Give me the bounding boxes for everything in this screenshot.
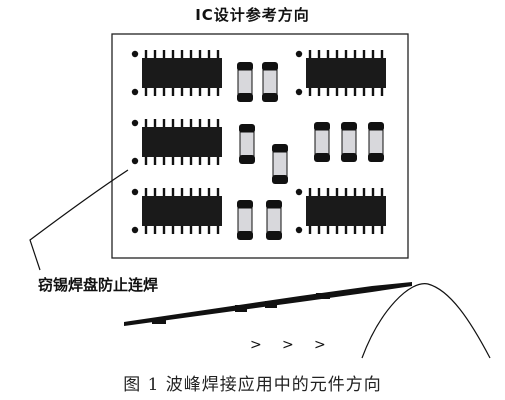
component-lead	[316, 293, 330, 299]
thief-pad	[131, 88, 139, 96]
chip-component	[239, 124, 255, 164]
thief-pad	[295, 50, 303, 58]
thief-pad	[131, 157, 139, 165]
chip-component	[341, 122, 357, 162]
chip-pad	[237, 231, 253, 240]
thief-pad-label: 窃锡焊盘防止连焊	[38, 276, 159, 294]
chip-body	[262, 69, 278, 95]
chip-component	[314, 122, 330, 162]
chip-component	[266, 200, 282, 240]
chip-component	[262, 62, 278, 102]
chip-component	[237, 200, 253, 240]
ic-package	[131, 188, 222, 234]
direction-arrow: >	[314, 337, 326, 353]
component-lead	[235, 305, 247, 312]
chip-component	[368, 122, 384, 162]
chip-pad	[266, 231, 282, 240]
chip-pad	[368, 122, 384, 131]
chip-pad	[237, 93, 253, 102]
thief-pad	[131, 188, 139, 196]
chip-pad	[341, 122, 357, 131]
chip-body	[237, 69, 253, 95]
chip-body	[272, 151, 288, 177]
thief-pad	[131, 119, 139, 127]
chip-body	[237, 207, 253, 233]
ic-body	[142, 58, 222, 88]
chip-pad	[239, 155, 255, 164]
chip-pad	[266, 200, 282, 209]
thief-pad	[131, 50, 139, 58]
diagram-title: IC设计参考方向	[195, 6, 310, 24]
chip-pad	[368, 153, 384, 162]
chip-body	[368, 129, 384, 155]
chip-pad	[262, 93, 278, 102]
chip-pad	[314, 153, 330, 162]
chip-pad	[237, 200, 253, 209]
chip-pad	[262, 62, 278, 71]
chip-body	[314, 129, 330, 155]
chip-components	[237, 62, 384, 240]
solder-wave	[361, 283, 491, 359]
chip-component	[237, 62, 253, 102]
chip-pad	[341, 153, 357, 162]
ic-body	[306, 196, 386, 226]
chip-pad	[314, 122, 330, 131]
ic-package	[295, 50, 386, 96]
ic-package	[295, 188, 386, 234]
chip-body	[341, 129, 357, 155]
ic-body	[142, 127, 222, 157]
callout-leader-line	[29, 169, 129, 271]
ic-package	[131, 50, 222, 96]
thief-pad	[131, 226, 139, 234]
chip-pad	[239, 124, 255, 133]
figure-caption: 图 1 波峰焊接应用中的元件方向	[123, 375, 382, 395]
ic-body	[142, 196, 222, 226]
direction-arrow: >	[282, 337, 294, 353]
chip-pad	[272, 144, 288, 153]
component-lead	[265, 301, 277, 308]
ic-body	[306, 58, 386, 88]
component-lead	[152, 318, 166, 324]
wave-solder-diagram	[124, 282, 491, 359]
thief-pad	[295, 188, 303, 196]
thief-pad	[295, 226, 303, 234]
direction-arrow: >	[250, 337, 262, 353]
thief-pad	[295, 88, 303, 96]
chip-pad	[237, 62, 253, 71]
ic-package	[131, 119, 222, 165]
chip-body	[239, 131, 255, 157]
chip-body	[266, 207, 282, 233]
ic-components	[131, 50, 386, 234]
chip-component	[272, 144, 288, 184]
chip-pad	[272, 175, 288, 184]
